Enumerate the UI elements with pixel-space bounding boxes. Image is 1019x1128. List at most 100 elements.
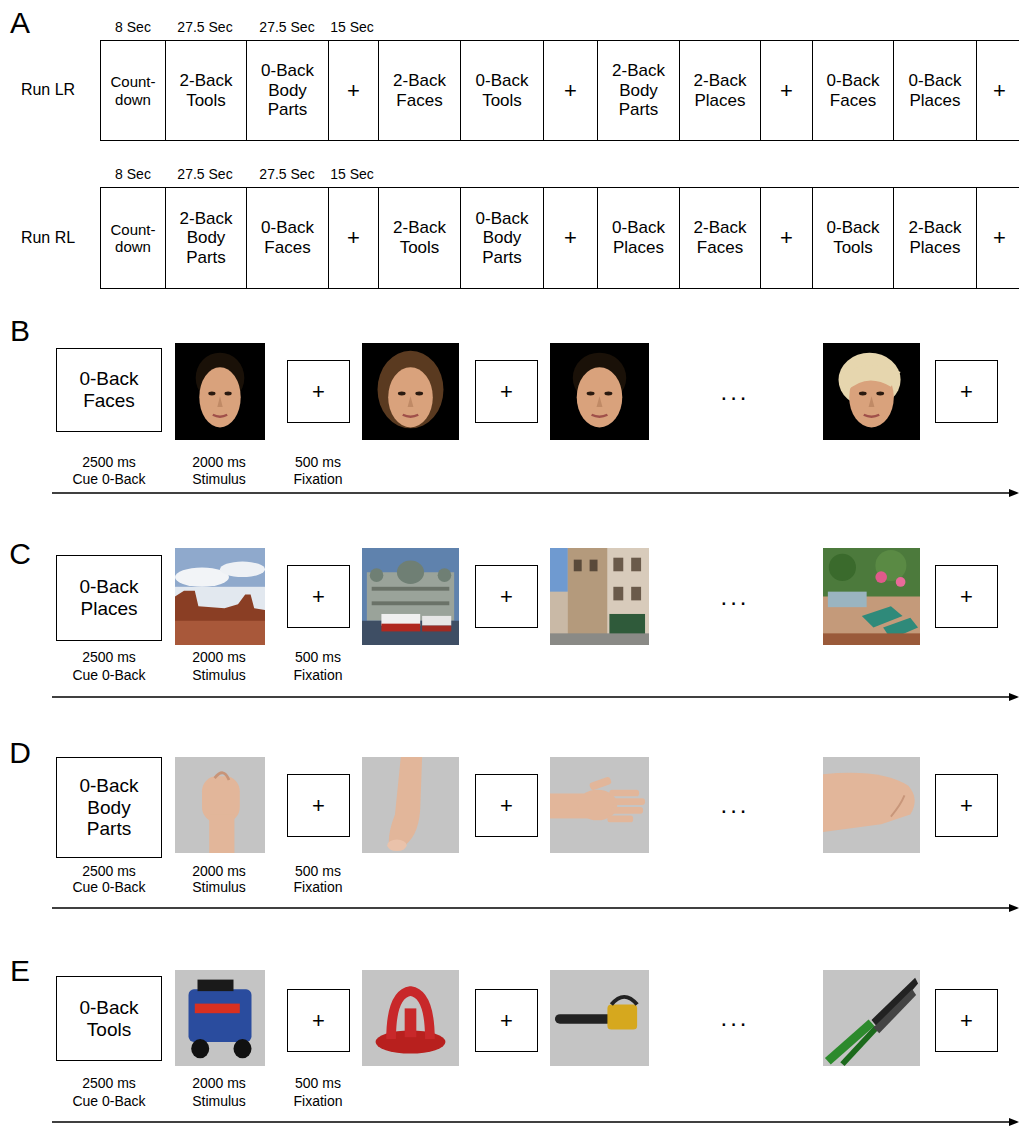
fixation-box: + xyxy=(935,989,998,1052)
box-text: + xyxy=(960,584,973,609)
duration-label: 27.5 Sec xyxy=(177,20,232,35)
fixation-box: + xyxy=(287,565,350,628)
countdown-cell: Count-down xyxy=(100,187,166,289)
block-cell: + xyxy=(328,187,379,289)
block-cell: 2-Back Places xyxy=(679,40,761,141)
box-text: + xyxy=(500,584,513,609)
timing-label: Stimulus xyxy=(192,880,246,895)
box-text: 0-Back Faces xyxy=(251,218,324,257)
timing-label: 2000 ms xyxy=(192,1076,246,1091)
box-text: 0-Back Faces xyxy=(817,71,889,110)
ellipsis: ... xyxy=(720,378,749,404)
cue-box: 0-Back Body Parts xyxy=(56,757,162,858)
duration-label: 8 Sec xyxy=(115,167,151,182)
timing-label: 2500 ms xyxy=(82,650,136,665)
timing-label: Fixation xyxy=(293,880,342,895)
timing-label: Cue 0-Back xyxy=(72,472,145,487)
time-axis xyxy=(52,1121,1012,1123)
block-cell: + xyxy=(760,187,813,289)
box-text: Count-down xyxy=(105,73,161,108)
box-text: + xyxy=(960,793,973,818)
duration-label: 27.5 Sec xyxy=(259,20,314,35)
time-axis xyxy=(52,907,1012,909)
box-text: + xyxy=(347,78,360,103)
block-cell: + xyxy=(976,187,1019,289)
fixation-box: + xyxy=(287,774,350,837)
stimulus-image xyxy=(362,548,459,645)
fixation-box: + xyxy=(475,565,538,628)
box-text: 0-Back Tools xyxy=(65,997,153,1041)
time-arrowhead xyxy=(1009,904,1019,912)
panel-letter: B xyxy=(10,314,30,347)
box-text: 0-Back Places xyxy=(65,576,153,620)
timing-label: Fixation xyxy=(293,1094,342,1109)
box-text: + xyxy=(500,793,513,818)
stimulus-image xyxy=(823,548,920,645)
time-axis xyxy=(52,696,1012,698)
box-text: Count-down xyxy=(105,221,161,256)
block-cell: 0-Back Places xyxy=(893,40,977,141)
timing-label: Cue 0-Back xyxy=(72,668,145,683)
box-text: + xyxy=(312,379,325,404)
box-text: 0-Back Places xyxy=(898,71,972,110)
panel-letter: C xyxy=(9,537,31,570)
block-cell: + xyxy=(543,187,598,289)
block-cell: + xyxy=(976,40,1019,141)
timing-label: 500 ms xyxy=(295,1076,341,1091)
block-cell: 0-Back Places xyxy=(597,187,680,289)
box-text: + xyxy=(780,78,793,103)
timing-label: 2000 ms xyxy=(192,650,246,665)
stimulus-image xyxy=(550,757,649,853)
timing-label: 2000 ms xyxy=(192,455,246,470)
stimulus-image xyxy=(175,343,265,440)
block-cell: 0-Back Tools xyxy=(812,187,894,289)
block-cell: 2-Back Tools xyxy=(378,187,461,289)
ellipsis: ... xyxy=(720,583,749,609)
run-label: Run LR xyxy=(21,81,75,99)
block-cell: 2-Back Places xyxy=(893,187,977,289)
time-arrowhead xyxy=(1009,489,1019,497)
duration-label: 15 Sec xyxy=(330,167,374,182)
box-text: + xyxy=(500,379,513,404)
cue-box: 0-Back Faces xyxy=(56,348,162,432)
timing-label: Stimulus xyxy=(192,472,246,487)
panel-letter: D xyxy=(9,736,31,769)
block-cell: + xyxy=(760,40,813,141)
fixation-box: + xyxy=(287,989,350,1052)
stimulus-image xyxy=(362,343,459,440)
duration-label: 27.5 Sec xyxy=(177,167,232,182)
stimulus-image xyxy=(362,757,459,853)
block-cell: 0-Back Body Parts xyxy=(246,40,329,141)
timing-label: 500 ms xyxy=(295,650,341,665)
box-text: + xyxy=(993,225,1006,250)
box-text: 2-Back Body Parts xyxy=(602,61,675,120)
block-cell: 0-Back Body Parts xyxy=(460,187,544,289)
stimulus-image xyxy=(823,970,920,1066)
timing-label: Fixation xyxy=(293,472,342,487)
duration-label: 15 Sec xyxy=(330,20,374,35)
fixation-box: + xyxy=(475,989,538,1052)
cue-box: 0-Back Tools xyxy=(56,976,162,1061)
block-cell: + xyxy=(543,40,598,141)
stimulus-image xyxy=(550,970,649,1066)
box-text: 2-Back Places xyxy=(898,218,972,257)
fixation-box: + xyxy=(287,360,350,423)
block-cell: 0-Back Faces xyxy=(246,187,329,289)
box-text: + xyxy=(993,78,1006,103)
stimulus-image xyxy=(175,757,265,853)
block-cell: + xyxy=(328,40,379,141)
box-text: + xyxy=(960,1008,973,1033)
block-cell: 2-Back Body Parts xyxy=(165,187,247,289)
box-text: + xyxy=(564,78,577,103)
time-axis xyxy=(52,492,1012,494)
timing-label: 2000 ms xyxy=(192,864,246,879)
box-text: 2-Back Tools xyxy=(383,218,456,257)
countdown-cell: Count-down xyxy=(100,40,166,141)
box-text: 0-Back Tools xyxy=(817,218,889,257)
timing-label: 500 ms xyxy=(295,864,341,879)
fixation-box: + xyxy=(935,774,998,837)
timing-label: Stimulus xyxy=(192,668,246,683)
run-label: Run RL xyxy=(21,229,75,247)
stimulus-image xyxy=(175,548,265,645)
